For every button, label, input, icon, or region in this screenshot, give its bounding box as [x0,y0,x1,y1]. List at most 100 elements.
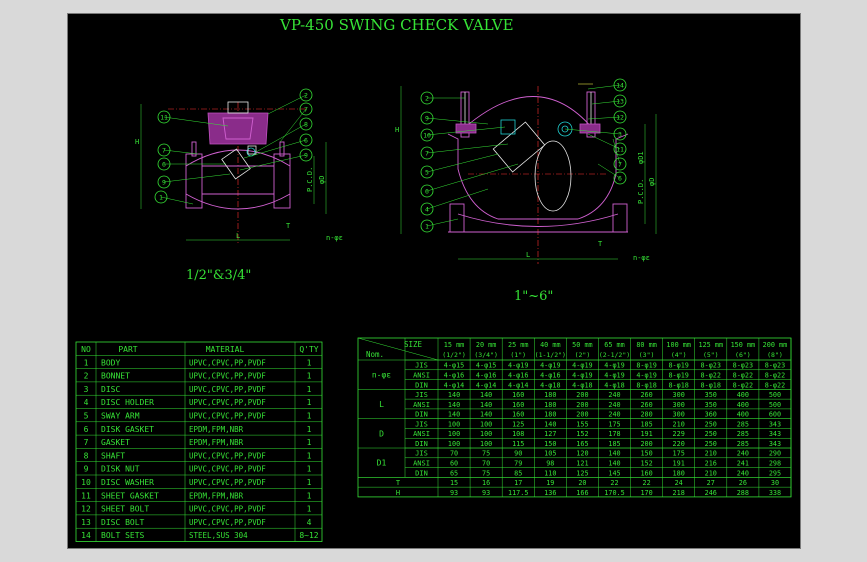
dim-value: 180 [544,391,556,399]
dim-value: 16 [482,479,490,487]
balloon [613,127,627,141]
parts-header-cell: PART [118,345,137,354]
dim-value: 22 [610,479,618,487]
dim-value: 140 [480,401,492,409]
large-dim-phid1: φD1 [637,151,645,164]
large-dim-h: H [395,126,399,134]
balloon [613,78,627,92]
balloon [299,102,313,116]
large-dim-phid: φD [648,178,656,186]
dim-value: 121 [576,460,588,468]
dim-value: 4-φ19 [572,371,592,379]
dim-value: 500 [769,401,781,409]
balloon [420,165,434,179]
dim-value: 185 [640,420,652,428]
parts-cell-part: BOLT SETS [101,531,145,540]
balloon [613,94,627,108]
balloon [299,133,313,147]
dim-value: 166 [576,489,588,497]
parts-cell-material: UPVC,CPVC,PP,PVDF [189,398,266,407]
dim-value: 140 [448,401,460,409]
parts-cell-no: 6 [84,425,89,434]
parts-cell-material: UPVC,CPVC,PP,PVDF [189,465,266,474]
dim-value: 93 [482,489,490,497]
dim-group-label: D [379,429,384,438]
balloon-number: 1 [425,223,429,231]
dim-nom-label: Nom. [366,350,384,359]
balloon [157,143,171,157]
balloon [299,148,313,162]
balloon-number: 2 [304,92,308,100]
dim-value: 300 [673,411,685,419]
dim-value: 100 [480,440,492,448]
parts-cell-material: UPVC,CPVC,PP,PVDF [189,505,266,514]
dim-value: 20 [578,479,586,487]
dim-value: 4-φ15 [444,362,464,370]
dim-value: 180 [544,401,556,409]
dim-value: 140 [448,411,460,419]
parts-cell-material: EPDM,FPM,NBR [189,491,244,500]
balloon-number: 7 [162,147,166,155]
dim-value: 350 [705,401,717,409]
parts-cell-qty: 1 [307,358,312,367]
balloon-number: 1 [159,194,163,202]
dim-value: 170 [640,489,652,497]
drawing-title: VP-450 SWING CHECK VALVE [279,16,514,34]
parts-cell-material: UPVC,CPVC,PP,PVDF [189,518,266,527]
balloon-number: 7 [618,161,622,169]
balloon [613,110,627,124]
parts-cell-qty: 4 [307,518,312,527]
dim-size-mm: 50 mm [572,341,592,349]
parts-cell-part: DISC HOLDER [101,398,154,407]
dim-value: 8-φ22 [733,371,753,379]
dim-value: 140 [480,411,492,419]
large-view-label: 1"~6" [514,289,553,304]
dim-value: 343 [769,420,781,428]
dim-size-mm: 125 mm [698,341,723,349]
parts-cell-no: 8 [84,451,89,460]
dim-size-inch: (1") [510,351,526,359]
dim-value: 175 [608,420,620,428]
dim-value: 4-φ16 [508,371,528,379]
dim-value: 8-φ23 [765,362,785,370]
dim-value: 8-φ19 [668,362,688,370]
dim-value: 600 [769,411,781,419]
dim-value: 4-φ16 [444,371,464,379]
dim-value: 200 [576,401,588,409]
dim-value: 260 [640,391,652,399]
dim-standard-label: DIN [415,411,428,419]
dim-size-label: SIZE [404,340,423,349]
large-dim-t: T [598,240,603,248]
dim-size-mm: 65 mm [604,341,624,349]
parts-cell-material: UPVC,CPVC,PP,PVDF [189,372,266,381]
dim-value: 218 [673,489,685,497]
parts-cell-qty: 1 [307,412,312,421]
parts-cell-part: DISK GASKET [101,425,154,434]
dim-value: 200 [576,391,588,399]
balloon [157,110,171,124]
parts-cell-no: 7 [84,438,89,447]
dim-value: 19 [546,479,554,487]
dim-value: 8-φ23 [701,362,721,370]
parts-cell-part: GASKET [101,438,130,447]
parts-cell-no: 9 [84,465,89,474]
dim-value: 4-φ16 [540,371,560,379]
parts-cell-qty: 8~12 [299,531,318,540]
dim-value: 160 [512,391,524,399]
dim-value: 285 [737,440,749,448]
dim-value: 4-φ16 [476,371,496,379]
dim-value: 8-φ23 [733,362,753,370]
dim-value: 300 [673,391,685,399]
dim-value: 240 [608,401,620,409]
balloon [420,146,434,160]
balloon [420,219,434,233]
dim-value: 127 [544,430,556,438]
balloon-number: 6 [618,175,622,183]
dim-value: 150 [544,440,556,448]
dim-value: 8-φ18 [668,381,688,389]
dim-value: 70 [450,450,458,458]
dim-value: 120 [576,450,588,458]
balloon [613,157,627,171]
dim-size-inch: (6") [735,351,751,359]
parts-cell-no: 14 [81,531,91,540]
